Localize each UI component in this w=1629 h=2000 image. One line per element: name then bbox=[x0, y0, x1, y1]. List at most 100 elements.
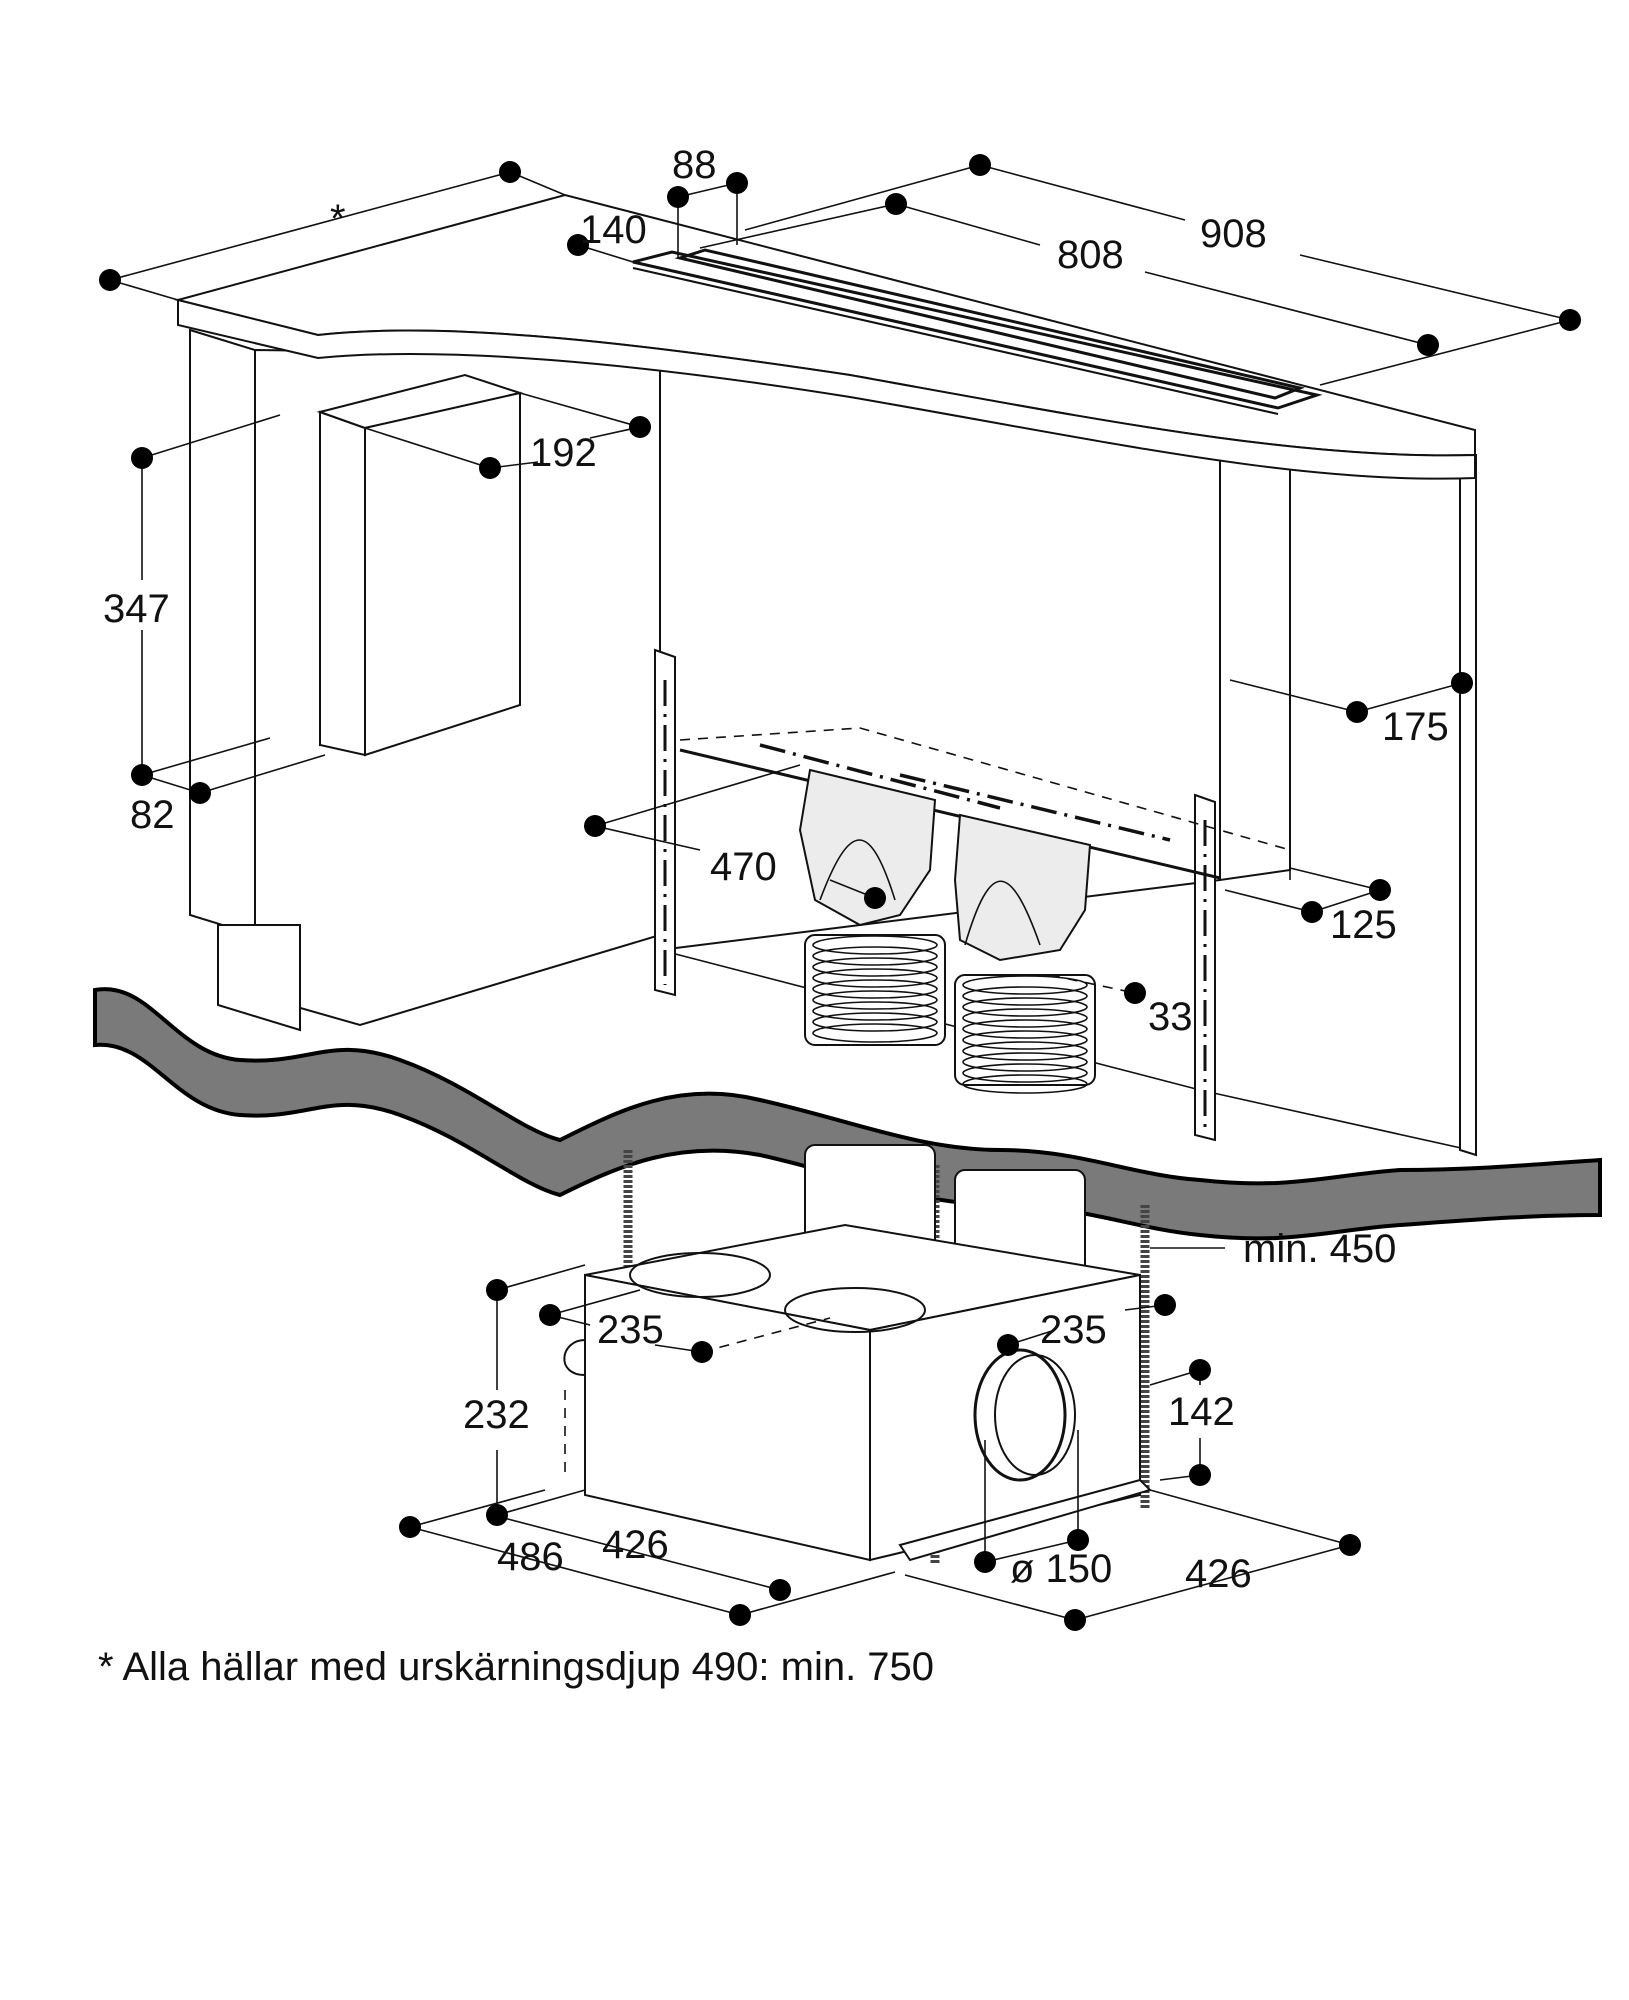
duct-ring bbox=[962, 1041, 1088, 1061]
dim-side-clearance: 175 bbox=[1382, 705, 1449, 749]
countertop bbox=[174, 193, 1476, 480]
dimension-dot bbox=[131, 764, 153, 786]
module-side bbox=[319, 410, 366, 757]
dim-duct-offset: 33 bbox=[1148, 995, 1193, 1039]
slot-outer bbox=[632, 250, 1323, 410]
downdraft-slot bbox=[632, 248, 1323, 415]
dimension-dot bbox=[997, 1334, 1019, 1356]
dimension-dot bbox=[667, 186, 689, 208]
dimension-dot bbox=[189, 782, 211, 804]
dim-fan-depth-inner: 426 bbox=[602, 1523, 669, 1567]
dimension-dot bbox=[885, 193, 907, 215]
dimension-dot bbox=[499, 161, 521, 183]
cut-section-band bbox=[93, 987, 1602, 1241]
dimension-labels: * 140 88 808 908 192 347 82 470 175 125 … bbox=[103, 143, 1449, 1596]
dimension-dot bbox=[99, 269, 121, 291]
inlet-circle-right bbox=[784, 1287, 926, 1333]
upper-ducts bbox=[798, 768, 1096, 1086]
duct-ring bbox=[812, 979, 938, 999]
dimension-dots bbox=[99, 154, 1581, 1631]
dim-fan-depth-outer: 486 bbox=[497, 1535, 564, 1579]
dim-slot-length-inner: 808 bbox=[1057, 233, 1124, 277]
fan-unit bbox=[563, 1144, 1152, 1565]
duct-ring bbox=[962, 986, 1088, 1006]
inlet-circle-left bbox=[629, 1252, 771, 1298]
plinth bbox=[217, 924, 301, 1032]
dimension-dot bbox=[567, 234, 589, 256]
dim-duct-spacing: 470 bbox=[710, 845, 777, 889]
dim-fan-inlet-left: 235 bbox=[597, 1308, 664, 1352]
dimension-dot bbox=[969, 154, 991, 176]
dimension-dot bbox=[1417, 334, 1439, 356]
dimension-dot bbox=[1451, 672, 1473, 694]
dimension-dot bbox=[974, 1551, 996, 1573]
mounting-rails bbox=[654, 648, 1216, 1142]
duct-ring bbox=[812, 1012, 938, 1032]
duct-ring bbox=[812, 946, 938, 966]
duct-ring bbox=[962, 975, 1088, 995]
left-side-panel bbox=[189, 328, 256, 937]
dim-rear-offset: 125 bbox=[1330, 903, 1397, 947]
duct-ring bbox=[962, 1052, 1088, 1072]
footnote: * Alla hällar med urskärningsdjup 490: m… bbox=[98, 1645, 935, 1689]
dimension-dot bbox=[399, 1516, 421, 1538]
duct-ring bbox=[812, 1023, 938, 1043]
dimension-dot bbox=[1124, 982, 1146, 1004]
dimension-dot bbox=[1369, 879, 1391, 901]
transition-left bbox=[798, 768, 937, 927]
duct-ring bbox=[962, 1030, 1088, 1050]
dim-module-depth: 192 bbox=[530, 431, 597, 475]
dimension-dot bbox=[539, 1304, 561, 1326]
outlet-spigot bbox=[973, 1348, 1067, 1482]
dim-rod-min-length: min. 450 bbox=[1243, 1227, 1396, 1271]
dimension-dot bbox=[131, 447, 153, 469]
duct-ring bbox=[962, 1008, 1088, 1028]
dimension-dot bbox=[486, 1279, 508, 1301]
duct-ring bbox=[962, 1074, 1088, 1094]
right-inner-panel bbox=[1219, 453, 1291, 882]
dimension-dot bbox=[1339, 1534, 1361, 1556]
dimension-dot bbox=[691, 1341, 713, 1363]
dimension-dot bbox=[629, 416, 651, 438]
dimension-dot bbox=[486, 1504, 508, 1526]
dim-slot-front-offset: 140 bbox=[580, 208, 647, 252]
right-side-panel bbox=[1459, 454, 1477, 1157]
duct-ring bbox=[812, 935, 938, 955]
dimension-dot bbox=[864, 887, 886, 909]
dimension-dot bbox=[1154, 1294, 1176, 1316]
dimension-dot bbox=[1189, 1359, 1211, 1381]
duct-shelf bbox=[679, 727, 1291, 880]
duct-ring bbox=[812, 957, 938, 977]
dimension-dot bbox=[769, 1579, 791, 1601]
dimension-dot bbox=[584, 815, 606, 837]
dimension-dot bbox=[1301, 901, 1323, 923]
dimension-dot bbox=[479, 457, 501, 479]
dim-fan-height: 232 bbox=[463, 1393, 530, 1437]
module-face bbox=[364, 391, 521, 757]
transition-right bbox=[953, 813, 1092, 962]
flex-duct-left bbox=[804, 934, 946, 1046]
duct-ring bbox=[812, 990, 938, 1010]
dim-countertop-depth: * bbox=[330, 197, 346, 241]
duct-ring bbox=[962, 997, 1088, 1017]
dim-outlet-height: 142 bbox=[1168, 1390, 1235, 1434]
flex-duct-right bbox=[954, 974, 1096, 1086]
dim-fan-inlet-right: 235 bbox=[1040, 1308, 1107, 1352]
fan-handle bbox=[563, 1339, 586, 1376]
dimension-dot bbox=[1064, 1609, 1086, 1631]
fan-box-side bbox=[869, 1273, 1141, 1562]
dimension-dot bbox=[1067, 1529, 1089, 1551]
dim-module-height: 347 bbox=[103, 587, 170, 631]
duct-ring bbox=[962, 1019, 1088, 1039]
dimension-dot bbox=[729, 1604, 751, 1626]
dimension-dot bbox=[1346, 701, 1368, 723]
countertop-edge bbox=[177, 298, 1476, 480]
dim-module-offset: 82 bbox=[130, 793, 175, 837]
dim-slot-length-outer: 908 bbox=[1200, 212, 1267, 256]
dim-slot-width: 88 bbox=[672, 143, 717, 187]
dimension-dot bbox=[1189, 1464, 1211, 1486]
dim-outlet-diameter: ø 150 bbox=[1010, 1547, 1112, 1591]
dimension-dot bbox=[1559, 309, 1581, 331]
dimension-dot bbox=[726, 172, 748, 194]
